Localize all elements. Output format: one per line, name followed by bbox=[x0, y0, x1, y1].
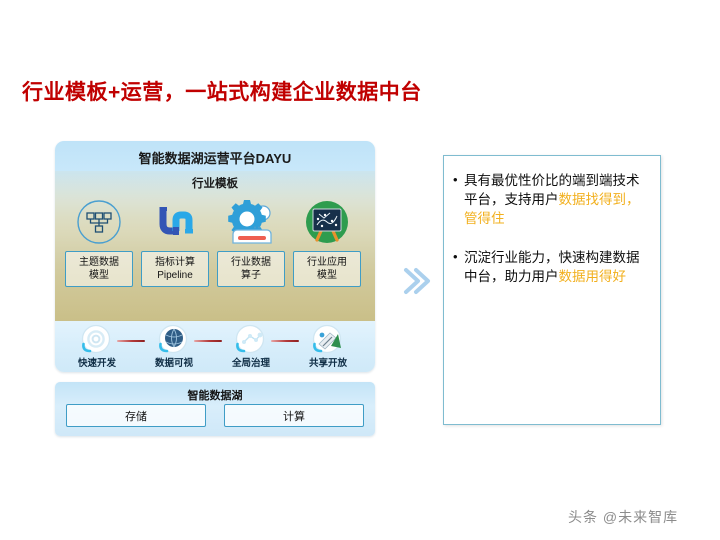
template-card-metric-pipeline[interactable]: 指标计算 Pipeline bbox=[139, 193, 211, 315]
capability-label: 数据可视 bbox=[154, 358, 193, 369]
share-circle-icon bbox=[310, 324, 346, 356]
globe-circle-icon bbox=[156, 324, 192, 356]
capability-label: 全局治理 bbox=[231, 358, 270, 369]
capability-global-governance[interactable]: 全局治理 bbox=[215, 324, 287, 372]
template-label-line2: 模型 bbox=[317, 270, 337, 281]
template-card-industry-data-operator[interactable]: 行业数据 算子 bbox=[215, 193, 287, 315]
pipeline-icon bbox=[139, 193, 211, 251]
template-card-label: 主题数据 模型 bbox=[65, 251, 133, 287]
dayu-architecture-diagram: 智能数据湖运营平台DAYU 行业模板 主题数据 bbox=[55, 141, 375, 436]
dayu-platform-title: 智能数据湖运营平台DAYU bbox=[138, 151, 292, 166]
benefit-bullet-1-highlight: 数据找得到，管得住 bbox=[464, 192, 640, 226]
capability-label: 快速开发 bbox=[77, 358, 116, 369]
gear-server-icon bbox=[215, 193, 287, 251]
template-card-label: 行业数据 算子 bbox=[217, 251, 285, 287]
capability-share-open[interactable]: 共享开放 bbox=[292, 324, 364, 372]
template-label-line2: Pipeline bbox=[157, 270, 193, 281]
template-label-line1: 行业应用 bbox=[307, 257, 347, 268]
governance-circle-icon bbox=[233, 324, 269, 356]
template-label-line1: 行业数据 bbox=[231, 257, 271, 268]
industry-template-band: 行业模板 主题数据 模型 bbox=[55, 171, 375, 321]
template-card-label: 指标计算 Pipeline bbox=[141, 251, 209, 287]
double-chevron-right-icon bbox=[400, 262, 434, 300]
intelligent-data-lake-panel: 智能数据湖 存储 计算 bbox=[55, 382, 375, 436]
capability-data-visualization[interactable]: 数据可视 bbox=[138, 324, 210, 372]
template-card-subject-data-model[interactable]: 主题数据 模型 bbox=[63, 193, 135, 315]
benefit-bullet-2-text: 沉淀行业能力，快速构建数据中台，助力用户 bbox=[464, 250, 640, 284]
template-card-label: 行业应用 模型 bbox=[293, 251, 361, 287]
blackboard-chart-icon bbox=[291, 193, 363, 251]
page-title: 行业模板+运营，一站式构建企业数据中台 bbox=[22, 81, 422, 104]
template-label-line1: 指标计算 bbox=[155, 257, 195, 268]
benefits-text-panel: 具有最优性价比的端到端技术平台，支持用户数据找得到，管得住 沉淀行业能力，快速构… bbox=[443, 155, 661, 425]
data-lake-title: 智能数据湖 bbox=[187, 390, 243, 402]
template-label-line2: 算子 bbox=[241, 270, 261, 281]
data-lake-compute-box[interactable]: 计算 bbox=[224, 404, 364, 427]
template-label-line2: 模型 bbox=[89, 270, 109, 281]
data-lake-storage-box[interactable]: 存储 bbox=[66, 404, 206, 427]
benefit-bullet-1-text: 具有最优性价比的端到端技术平台，支持用户 bbox=[464, 173, 640, 207]
capability-connector bbox=[271, 340, 299, 342]
watermark: 头条 @未来智库 bbox=[568, 509, 679, 525]
benefit-bullet-1: 具有最优性价比的端到端技术平台，支持用户数据找得到，管得住 bbox=[444, 170, 660, 228]
capability-connector bbox=[194, 340, 222, 342]
benefit-bullet-2: 沉淀行业能力，快速构建数据中台，助力用户数据用得好 bbox=[444, 247, 660, 286]
capability-row: 快速开发 数据可视 bbox=[55, 324, 375, 372]
gear-circle-icon bbox=[79, 324, 115, 356]
industry-template-title: 行业模板 bbox=[192, 178, 238, 190]
capability-fast-development[interactable]: 快速开发 bbox=[61, 324, 133, 372]
capability-label: 共享开放 bbox=[308, 358, 347, 369]
dayu-platform-panel: 智能数据湖运营平台DAYU 行业模板 主题数据 bbox=[55, 141, 375, 372]
benefit-bullet-2-highlight: 数据用得好 bbox=[558, 269, 627, 284]
capability-connector bbox=[117, 340, 145, 342]
network-topology-icon bbox=[63, 193, 135, 251]
template-card-industry-app-model[interactable]: 行业应用 模型 bbox=[291, 193, 363, 315]
template-label-line1: 主题数据 bbox=[79, 257, 119, 268]
